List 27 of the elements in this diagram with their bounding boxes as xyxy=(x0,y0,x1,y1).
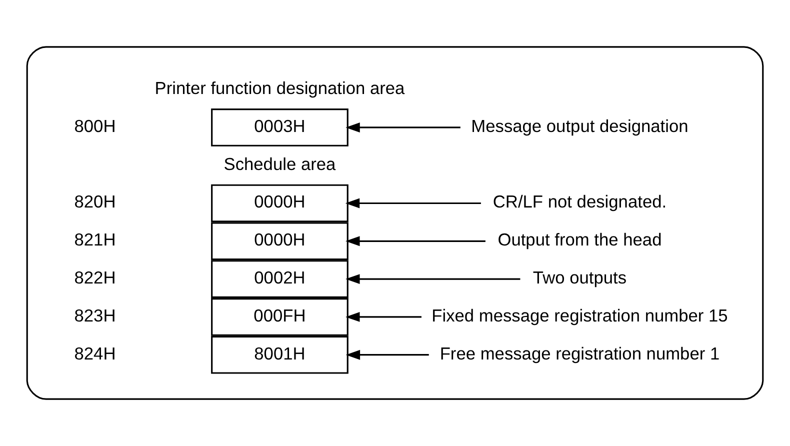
node-text: Fixed message registration number 15 xyxy=(432,305,728,326)
node-text: Two outputs xyxy=(532,267,627,288)
label: 822H xyxy=(74,267,116,288)
cluster xyxy=(26,46,764,400)
arrow xyxy=(346,350,429,360)
node-text: Message output designation xyxy=(471,116,688,136)
node-box: 0000H xyxy=(211,184,348,222)
label: 821H xyxy=(74,230,116,250)
arrow xyxy=(346,274,520,284)
node-box: 000FH xyxy=(211,298,348,336)
node-box: 0000H xyxy=(211,222,348,260)
node-box: 0003H xyxy=(211,108,348,146)
label: 800H xyxy=(74,116,116,136)
node-box: 0002H xyxy=(211,260,348,298)
arrow xyxy=(346,122,460,132)
label: Printer function designation area xyxy=(154,78,405,98)
arrow xyxy=(346,312,422,322)
node-text: Output from the head xyxy=(498,230,662,250)
arrow xyxy=(345,198,481,208)
arrow xyxy=(346,236,486,246)
node-text: CR/LF not designated. xyxy=(492,192,667,212)
node-text: Free message registration number 1 xyxy=(440,343,720,364)
label: Schedule area xyxy=(224,154,336,174)
label: 824H xyxy=(74,343,116,364)
node-box: 8001H xyxy=(211,336,348,374)
label: 823H xyxy=(74,305,116,326)
label: 820H xyxy=(74,192,116,212)
